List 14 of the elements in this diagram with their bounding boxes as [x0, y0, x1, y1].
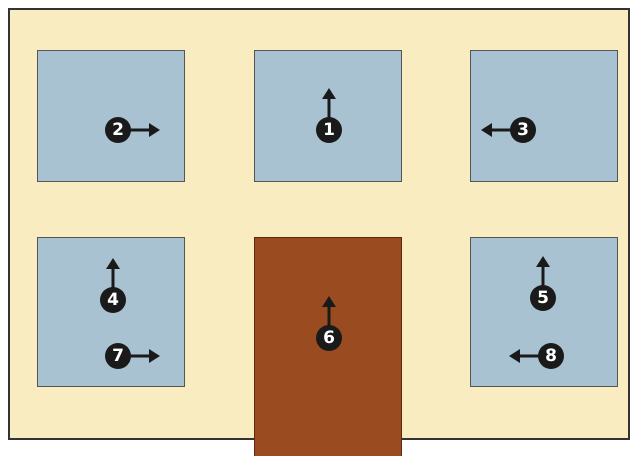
- fabric-block: [254, 50, 402, 182]
- fabric-block: [254, 237, 402, 456]
- fabric-block: [37, 237, 185, 387]
- callout-number: 2: [105, 117, 131, 143]
- callout-number: 6: [316, 325, 342, 351]
- callout-number: 5: [530, 285, 556, 311]
- callout-number: 7: [105, 343, 131, 369]
- fabric-block: [470, 237, 618, 387]
- fabric-block: [37, 50, 185, 182]
- fabric-block: [470, 50, 618, 182]
- callout-number: 1: [316, 117, 342, 143]
- callout-number: 8: [538, 343, 564, 369]
- callout-number: 4: [100, 287, 126, 313]
- callout-number: 3: [510, 117, 536, 143]
